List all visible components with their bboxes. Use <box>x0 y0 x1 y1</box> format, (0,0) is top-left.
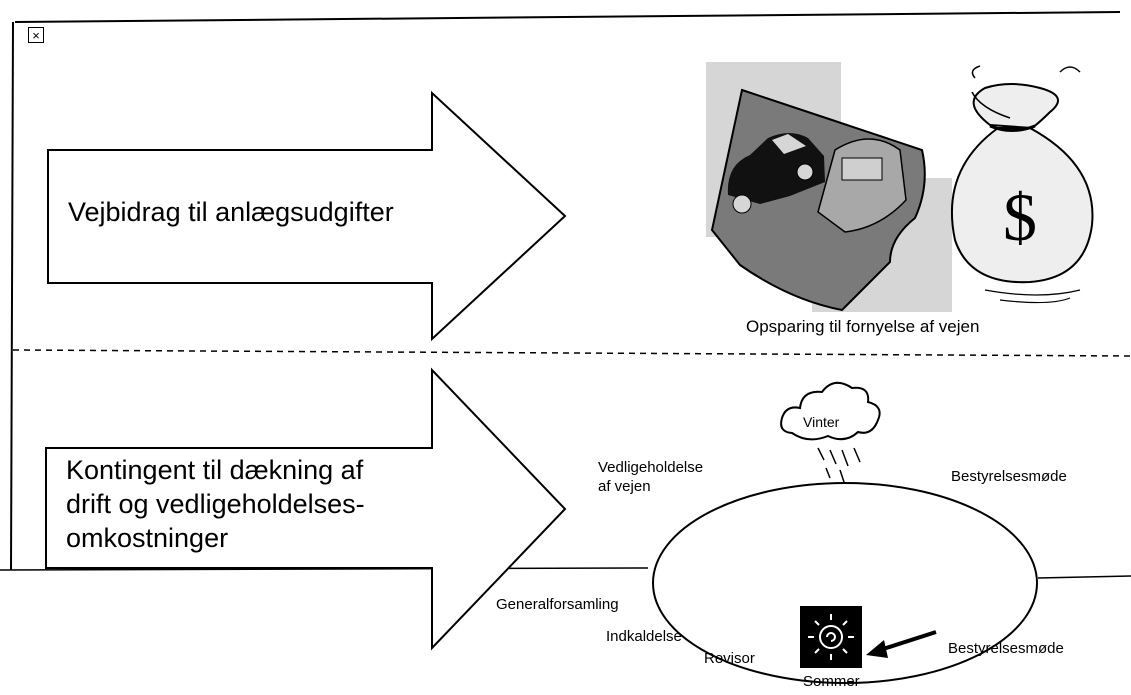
notice-label: Indkaldelse <box>606 628 682 645</box>
cycle-direction-arrow <box>866 630 937 658</box>
storm-cloud-icon <box>780 381 881 483</box>
audit-label: Revisor <box>704 650 755 667</box>
maintenance-label-line-1: Vedligeholdelse <box>598 459 704 476</box>
board-meeting-top-label: Bestyrelsesmøde <box>951 468 1067 485</box>
winter-label: Vinter <box>803 414 840 430</box>
sun-icon <box>800 606 862 668</box>
money-bag-icon: $ <box>951 65 1094 304</box>
svg-text:$: $ <box>1003 179 1037 255</box>
image-caption: Opsparing til fornyelse af vejen <box>746 317 980 336</box>
bottom-arrow-label-line-1: Kontingent til dækning af <box>66 455 364 485</box>
frame-left-line <box>10 21 14 571</box>
top-arrow-label: Vejbidrag til anlægsudgifter <box>68 197 394 227</box>
cycle-ellipse <box>652 482 1038 684</box>
frame-bottom-line-right <box>1037 575 1131 579</box>
maintenance-label-line-2: af vejen <box>598 478 651 495</box>
bottom-arrow <box>45 367 567 651</box>
section-divider <box>12 349 1131 357</box>
summer-label: Sommer <box>803 673 860 690</box>
close-icon[interactable]: × <box>28 27 44 43</box>
road-car-icon <box>706 62 952 312</box>
bottom-arrow-label-line-2: drift og vedligeholdelses- <box>66 489 365 519</box>
frame-top-line <box>14 11 1121 23</box>
board-meeting-bottom-label: Bestyrelsesmøde <box>948 640 1064 657</box>
top-arrow <box>47 90 567 342</box>
bottom-arrow-label-line-3: omkostninger <box>66 523 229 553</box>
general-assembly-label: Generalforsamling <box>496 596 619 613</box>
